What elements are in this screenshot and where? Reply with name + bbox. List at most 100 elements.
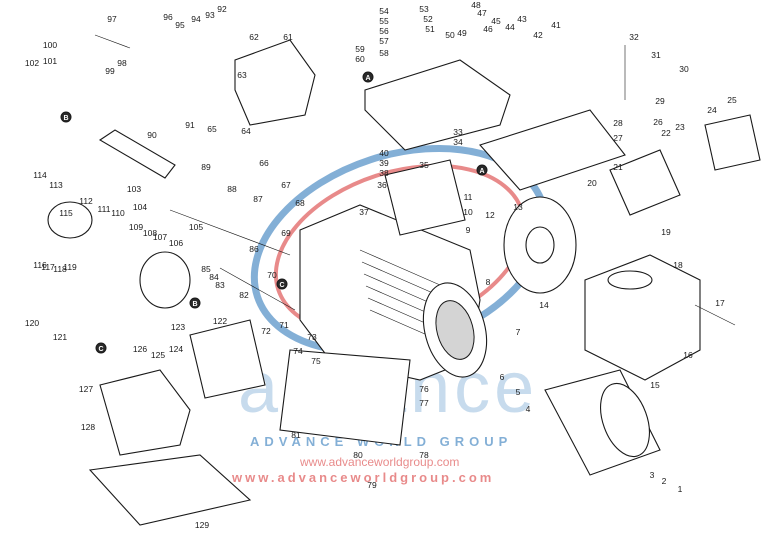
callout-60: 60 (355, 54, 365, 64)
callout-67: 67 (281, 180, 291, 190)
valve-plate (384, 159, 466, 236)
callout-101: 101 (43, 56, 57, 66)
callout-16: 16 (683, 350, 693, 360)
callout-56: 56 (379, 26, 389, 36)
threaded-rod (219, 267, 296, 311)
callout-106: 106 (169, 238, 183, 248)
callout-55: 55 (379, 16, 389, 26)
callout-59: 59 (355, 44, 365, 54)
callout-52: 52 (423, 14, 433, 24)
callout-122: 122 (213, 316, 227, 326)
callout-31: 31 (651, 50, 661, 60)
bearing-housing (139, 251, 191, 309)
callout-94: 94 (191, 14, 201, 24)
svg-text:B: B (192, 301, 197, 308)
callout-9: 9 (466, 225, 471, 235)
callout-89: 89 (201, 162, 211, 172)
end-cover-bore (607, 270, 653, 290)
rotor-stator-core (435, 300, 475, 360)
callout-46: 46 (483, 24, 493, 34)
callout-103: 103 (127, 184, 141, 194)
callout-11: 11 (464, 192, 473, 202)
callout-25: 25 (727, 95, 737, 105)
callout-50: 50 (445, 30, 455, 40)
callout-43: 43 (517, 14, 527, 24)
callout-58: 58 (379, 48, 389, 58)
pulley-hub (525, 226, 555, 264)
callout-102: 102 (25, 58, 39, 68)
callout-82: 82 (239, 290, 249, 300)
callout-118: 118 (53, 264, 67, 274)
callout-8: 8 (486, 277, 491, 287)
callout-92: 92 (217, 4, 227, 14)
callout-114: 114 (33, 170, 47, 180)
parts-group (47, 34, 761, 526)
callout-87: 87 (253, 194, 263, 204)
crankshaft (98, 129, 176, 179)
callout-85: 85 (201, 264, 211, 274)
watermark-url-line-2: www.advanceworldgroup.com (231, 470, 494, 485)
callout-13: 13 (513, 202, 523, 212)
callout-62: 62 (249, 32, 259, 42)
callout-113: 113 (49, 180, 63, 190)
callout-109: 109 (129, 222, 143, 232)
callout-42: 42 (533, 30, 543, 40)
callout-100: 100 (43, 40, 57, 50)
marker-c-left: C (95, 342, 107, 354)
callout-64: 64 (241, 126, 251, 136)
svg-text:C: C (98, 346, 103, 353)
callout-97: 97 (107, 14, 117, 24)
callout-115: 115 (59, 208, 73, 218)
callout-2: 2 (662, 476, 667, 486)
callout-18: 18 (673, 260, 683, 270)
bolt-top-left (94, 34, 131, 49)
callout-49: 49 (457, 28, 467, 38)
marker-c-center: C (276, 278, 288, 290)
callout-111: 111 (98, 204, 111, 214)
side-valve-plate (189, 319, 266, 399)
flange-right (704, 114, 761, 171)
callout-126: 126 (133, 344, 147, 354)
reference-markers: A A B B C C (60, 71, 488, 354)
callout-124: 124 (169, 344, 183, 354)
side-cover-left (99, 369, 191, 456)
marker-b-center: B (189, 297, 201, 309)
oil-pump-body (47, 201, 93, 239)
callout-88: 88 (227, 184, 237, 194)
rotor-stator-ring (422, 282, 488, 378)
callout-95: 95 (175, 20, 185, 30)
callout-51: 51 (425, 24, 435, 34)
housing-fins (359, 249, 451, 346)
callout-90: 90 (147, 130, 157, 140)
callout-99: 99 (105, 66, 115, 76)
callout-66: 66 (259, 158, 269, 168)
callout-96: 96 (163, 12, 173, 22)
oil-pan (279, 349, 411, 446)
callout-39: 39 (379, 158, 389, 168)
callout-7: 7 (516, 327, 521, 337)
callout-80: 80 (353, 450, 363, 460)
callout-10: 10 (463, 207, 473, 217)
drive-shaft (169, 209, 291, 256)
callout-68: 68 (295, 198, 305, 208)
callout-45: 45 (491, 16, 501, 26)
callout-1: 1 (678, 484, 683, 494)
callout-53: 53 (419, 4, 429, 14)
callout-65: 65 (207, 124, 217, 134)
callout-91: 91 (185, 120, 195, 130)
callout-20: 20 (587, 178, 597, 188)
callout-12: 12 (485, 210, 495, 220)
callout-4: 4 (526, 404, 531, 414)
marker-b-left: B (60, 111, 72, 123)
callout-110: 110 (111, 208, 125, 218)
callout-35: 35 (419, 160, 429, 170)
callout-84: 84 (209, 272, 219, 282)
callout-36: 36 (377, 180, 387, 190)
marker-a-right: A (476, 164, 488, 176)
callout-104: 104 (133, 202, 147, 212)
callout-3: 3 (650, 470, 655, 480)
callout-41: 41 (551, 20, 561, 30)
callout-73: 73 (307, 332, 317, 342)
callout-125: 125 (151, 350, 165, 360)
callout-17: 17 (715, 298, 725, 308)
